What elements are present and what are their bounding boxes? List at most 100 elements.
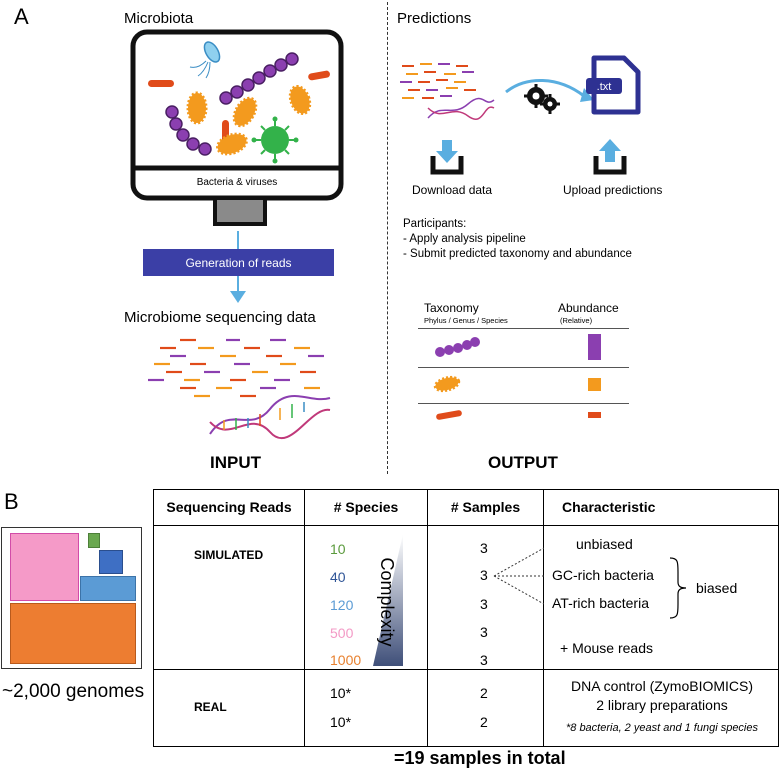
treemap-cell-1000 <box>10 603 136 664</box>
green-virus <box>251 116 299 164</box>
panel-b-letter: B <box>4 489 19 514</box>
header-cell-samples: # Samples <box>427 489 544 526</box>
biased-brace <box>669 557 687 619</box>
real-characteristic-cell: DNA control (ZymoBIOMICS) 2 library prep… <box>543 669 779 747</box>
prediction-flow-illustration: .txt <box>400 55 641 120</box>
treemap-cell-40 <box>99 550 123 574</box>
prediction-rows <box>433 334 601 420</box>
real-cell: REAL <box>153 669 305 747</box>
species-10: 10 <box>330 541 346 557</box>
output-label: OUTPUT <box>488 453 558 472</box>
generation-of-reads-label: Generation of reads <box>185 255 292 270</box>
dna-helix-icon <box>209 395 331 440</box>
simulated-species-cell: 10 40 120 500 1000 Complexity <box>304 525 428 670</box>
header-samples: # Samples <box>450 498 521 515</box>
purple-chain-bacterium-2 <box>165 105 212 156</box>
blue-flagellate <box>189 41 221 79</box>
simulated-characteristic-cell: unbiased GC-rich bacteria AT-rich bacter… <box>543 525 779 670</box>
species-500: 500 <box>330 625 354 641</box>
genome-treemap <box>1 527 142 669</box>
generation-arrow-head <box>230 291 246 303</box>
monitor-stand <box>213 196 267 226</box>
char-biased: biased <box>696 580 738 596</box>
prediction-row-red <box>436 410 601 420</box>
real-samples-cell: 2 2 <box>427 669 544 747</box>
participants-text: Participants: - Apply analysis pipeline … <box>403 217 632 262</box>
panel-divider <box>387 2 388 474</box>
abundance-bar-red <box>588 412 601 418</box>
txt-file-icon: .txt <box>586 55 641 115</box>
complexity-label: Complexity <box>377 557 397 647</box>
txt-extension: .txt <box>597 81 612 93</box>
simulated-cell: SIMULATED <box>153 525 305 670</box>
real-species-1: 10* <box>330 685 352 701</box>
treemap-cell-120 <box>80 576 136 601</box>
sequencing-data-title: Microbiome sequencing data <box>124 309 316 326</box>
real-footnote: *8 bacteria, 2 yeast and 1 fungi species <box>565 722 758 734</box>
input-label: INPUT <box>210 453 261 472</box>
abundance-heading: Abundance <box>558 301 619 315</box>
header-species: # Species <box>333 498 399 515</box>
download-data-label: Download data <box>412 183 493 197</box>
real-species-cell: 10* 10* <box>304 669 428 747</box>
real-label: REAL <box>194 700 227 714</box>
purple-chain-bacterium <box>219 52 299 105</box>
red-rod-bacterium <box>148 80 174 87</box>
microbiota-title: Microbiota <box>124 10 194 27</box>
sequencing-reads-table: Sequencing Reads # Species # Samples Cha… <box>153 489 779 747</box>
header-characteristic: Characteristic <box>562 498 656 515</box>
samples-sim-5: 3 <box>480 652 488 668</box>
reads-illustration-input <box>148 338 331 440</box>
real-samples-1: 2 <box>480 685 488 701</box>
taxonomy-heading: Taxonomy <box>424 301 479 315</box>
predictions-title: Predictions <box>397 10 472 27</box>
participants-step-1: - Apply analysis pipeline <box>403 233 526 245</box>
participants-step-2: - Submit predicted taxonomy and abundanc… <box>403 248 632 260</box>
header-cell-reads: Sequencing Reads <box>153 489 305 526</box>
abundance-bar-orange <box>588 378 601 391</box>
samples-sim-4: 3 <box>480 624 488 640</box>
prediction-table-rule <box>418 328 629 329</box>
species-40: 40 <box>330 569 346 585</box>
prediction-row-divider-2 <box>418 403 629 404</box>
participants-heading: Participants: <box>403 218 467 230</box>
treemap-cell-10 <box>88 533 100 548</box>
prediction-row-orange <box>433 375 601 393</box>
header-cell-species: # Species <box>304 489 428 526</box>
gears-icon <box>524 84 560 114</box>
taxonomy-subheading: Phylus / Genus / Species <box>424 316 508 325</box>
samples-sim-2: 3 <box>480 567 488 583</box>
upload-icon <box>593 139 627 175</box>
real-char-line-1: DNA control (ZymoBIOMICS) <box>570 678 754 694</box>
species-1000: 1000 <box>330 652 362 668</box>
header-sequencing-reads: Sequencing Reads <box>166 498 292 515</box>
abundance-subheading: (Relative) <box>560 316 593 325</box>
prediction-row-purple <box>435 334 601 360</box>
real-char-line-2: 2 library preparations <box>596 697 728 713</box>
real-species-2: 10* <box>330 714 352 730</box>
samples-sim-3: 3 <box>480 596 488 612</box>
treemap-cell-500 <box>10 533 79 601</box>
complexity-wedge <box>373 534 403 666</box>
download-icon <box>430 140 464 175</box>
samples-sim-1: 3 <box>480 540 488 556</box>
flow-arrow-icon <box>505 79 585 98</box>
char-unbiased: unbiased <box>576 536 633 552</box>
real-samples-2: 2 <box>480 714 488 730</box>
prediction-row-divider-1 <box>418 367 629 368</box>
orange-spiky-bacterium <box>186 91 208 125</box>
monitor-illustration: Bacteria & viruses <box>130 29 344 226</box>
generation-of-reads-box: Generation of reads <box>143 249 334 276</box>
char-at-rich: AT-rich bacteria <box>552 595 649 611</box>
char-gc-rich: GC-rich bacteria <box>552 567 654 583</box>
genomes-label: ~2,000 genomes <box>2 681 145 702</box>
simulated-label: SIMULATED <box>194 548 264 562</box>
simulated-samples-cell: 3 3 3 3 3 <box>427 525 544 670</box>
upload-predictions-label: Upload predictions <box>563 183 663 197</box>
char-mouse-reads: + Mouse reads <box>560 640 653 656</box>
panel-a-letter: A <box>14 4 29 29</box>
screen-caption: Bacteria & viruses <box>197 177 278 188</box>
abundance-bar-purple <box>588 334 601 360</box>
species-120: 120 <box>330 597 354 613</box>
total-samples: =19 samples in total <box>394 748 566 768</box>
